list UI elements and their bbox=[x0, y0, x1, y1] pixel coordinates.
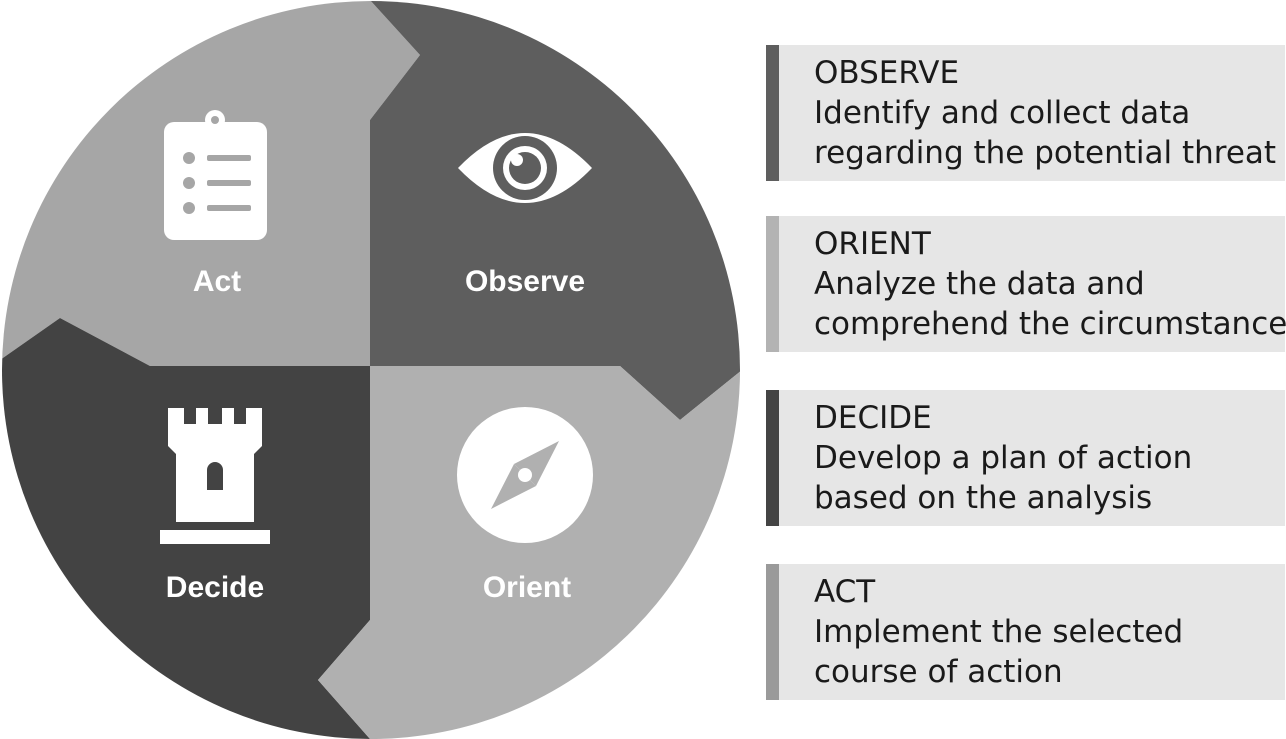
decide-segment bbox=[2, 318, 370, 739]
clipboard-checklist-icon bbox=[164, 110, 267, 240]
decide-label: Decide bbox=[166, 571, 264, 604]
step-description-line: Implement the selected bbox=[814, 614, 1184, 650]
step-description-line: course of action bbox=[814, 654, 1063, 690]
step-orient: ORIENT Analyze the data and comprehend t… bbox=[766, 216, 1286, 352]
step-description-line: comprehend the circumstances bbox=[814, 306, 1286, 342]
compass-icon bbox=[457, 407, 593, 543]
eye-icon bbox=[458, 133, 592, 203]
step-description-line: Develop a plan of action bbox=[814, 440, 1193, 476]
step-heading: DECIDE bbox=[814, 400, 932, 436]
act-label: Act bbox=[193, 265, 241, 298]
step-description-line: Identify and collect data bbox=[814, 95, 1191, 131]
castle-tower-icon bbox=[160, 408, 270, 544]
step-heading: ORIENT bbox=[814, 226, 931, 262]
step-description-line: based on the analysis bbox=[814, 480, 1153, 516]
step-description-line: Analyze the data and bbox=[814, 266, 1145, 302]
steps-list: OBSERVE Identify and collect data regard… bbox=[766, 0, 1286, 739]
ooda-cycle-diagram: Act Observe Decide Orient bbox=[2, 1, 740, 739]
observe-segment bbox=[370, 1, 740, 420]
observe-label: Observe bbox=[465, 265, 585, 298]
step-decide: DECIDE Develop a plan of action based on… bbox=[766, 390, 1285, 526]
step-heading: ACT bbox=[814, 574, 876, 610]
step-observe: OBSERVE Identify and collect data regard… bbox=[766, 45, 1285, 181]
step-description-line: regarding the potential threat bbox=[814, 135, 1277, 171]
orient-label: Orient bbox=[483, 571, 571, 604]
step-act: ACT Implement the selected course of act… bbox=[766, 564, 1285, 700]
step-heading: OBSERVE bbox=[814, 55, 960, 91]
